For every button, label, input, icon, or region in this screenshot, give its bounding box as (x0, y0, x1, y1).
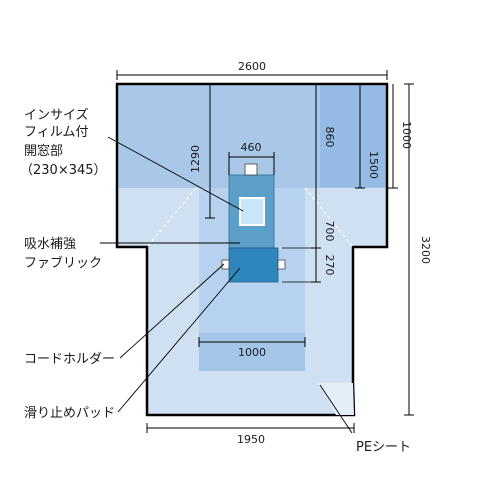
dim-1000-vertical: 1000 (400, 121, 413, 149)
incise-window (239, 197, 265, 226)
label-incise-3: 開窓部 (24, 143, 63, 159)
anti-slip-area (228, 247, 279, 283)
dim-3200: 3200 (419, 236, 432, 264)
top-band (118, 85, 386, 188)
label-incise-4: （230×345） (20, 163, 107, 178)
lower-panel (199, 333, 305, 371)
dim-1000-horizontal: 1000 (238, 346, 266, 359)
leader-pe (319, 384, 353, 434)
label-pe-sheet: PEシート (356, 440, 411, 455)
dim-700: 700 (323, 221, 336, 242)
leader-cord (119, 263, 225, 359)
label-absorb-2: ファブリック (24, 255, 102, 271)
fold-line-left (146, 187, 197, 248)
dim-2600: 2600 (238, 60, 266, 73)
right-stripe (320, 85, 386, 188)
dim-1500: 1500 (367, 151, 380, 179)
dim-860: 860 (323, 127, 336, 148)
fold-line-right-upper (304, 187, 354, 248)
label-cord-holder: コードホルダー (24, 352, 115, 367)
label-incise-2: フィルム付 (24, 125, 88, 140)
dim-1290: 1290 (189, 145, 202, 173)
leader-pad (117, 267, 241, 413)
fabric-tab (244, 163, 258, 176)
label-anti-slip-pad: 滑り止めパッド (24, 406, 115, 421)
cord-holder-left (221, 259, 230, 270)
leader-incise (107, 136, 244, 212)
dim-1950: 1950 (237, 433, 265, 446)
dim-270: 270 (323, 255, 336, 276)
dim-460: 460 (241, 141, 262, 154)
label-incise-1: インサイズ (24, 107, 89, 123)
label-absorb-1: 吸水補強 (24, 237, 76, 252)
cord-holder-right (277, 259, 286, 270)
pe-fold-corner (318, 383, 354, 415)
